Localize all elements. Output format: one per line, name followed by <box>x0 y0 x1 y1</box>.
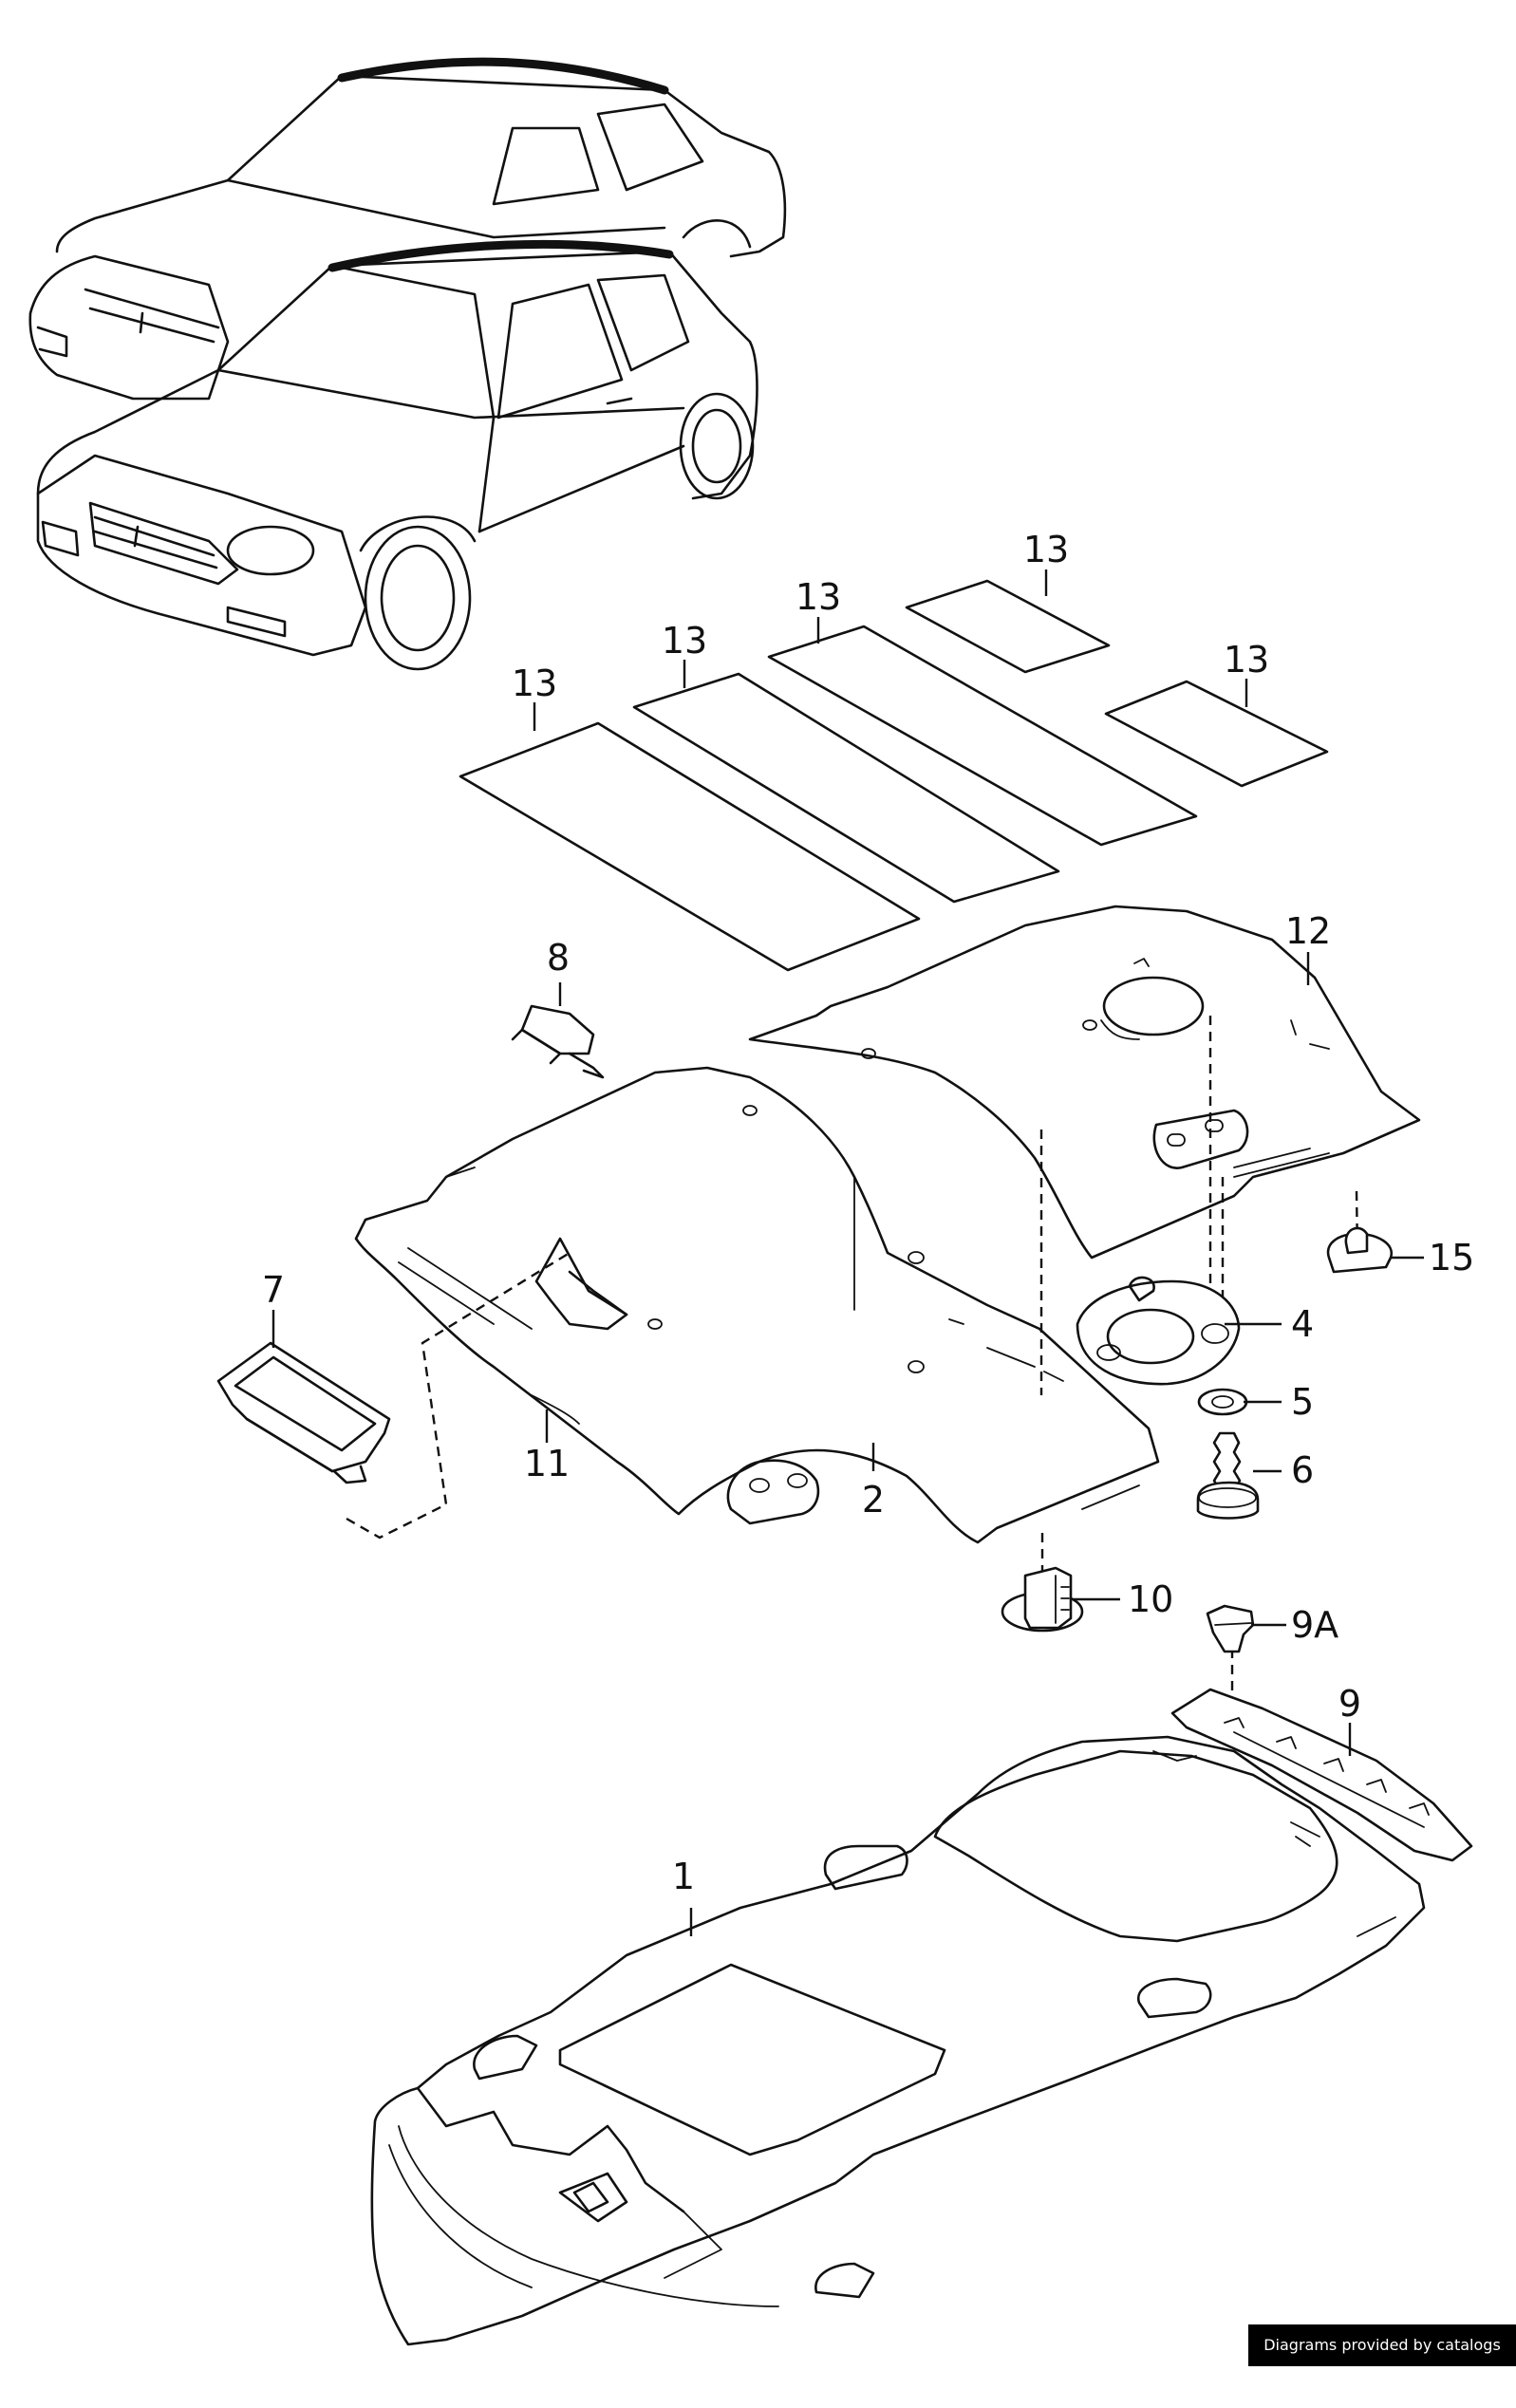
callout-15: 15 <box>1429 1237 1474 1279</box>
callout-13: 13 <box>512 663 557 704</box>
assembly-line <box>346 1251 571 1540</box>
headliner-front-section <box>354 1066 1160 1544</box>
insulation-pad <box>459 721 921 972</box>
insulation-pad <box>1104 680 1329 788</box>
callout-2: 2 <box>862 1479 885 1521</box>
insulation-pad <box>632 672 1060 904</box>
callout-13: 13 <box>662 620 707 662</box>
screw-part-6 <box>1196 1431 1260 1520</box>
callout-11: 11 <box>524 1443 570 1484</box>
washer-part-5 <box>1197 1388 1248 1416</box>
ring-part-4 <box>1076 1276 1241 1386</box>
callout-4: 4 <box>1291 1303 1314 1345</box>
callout-9a: 9A <box>1291 1604 1338 1646</box>
clip-part-9a <box>1206 1604 1255 1653</box>
callout-7: 7 <box>262 1269 285 1311</box>
clip-part-10 <box>1001 1566 1084 1633</box>
callout-13: 13 <box>795 576 841 618</box>
leader-lines <box>271 569 1424 1936</box>
car-illustration-front <box>36 239 758 671</box>
storage-tray-part-7 <box>216 1341 391 1484</box>
callout-9: 9 <box>1338 1683 1361 1725</box>
headliner-complete-part-1 <box>370 1735 1426 2346</box>
credit-badge: Diagrams provided by catalogs parts <box>1248 2324 1516 2396</box>
callout-13: 13 <box>1224 639 1269 681</box>
callout-10: 10 <box>1128 1578 1173 1620</box>
trim-strip-part-9 <box>1170 1688 1473 1862</box>
callout-labels: 1 2 4 5 6 7 8 9 9A 10 11 12 13 13 13 13 … <box>262 529 1474 1897</box>
insulation-pads-group <box>459 579 1329 972</box>
callout-12: 12 <box>1285 910 1331 952</box>
car-illustration-rear <box>28 57 787 401</box>
clip-part-8 <box>511 1004 605 1079</box>
fastener-part-15 <box>1326 1226 1394 1274</box>
callout-8: 8 <box>547 937 570 979</box>
headliner-rear-section <box>748 905 1421 1260</box>
callout-5: 5 <box>1291 1381 1314 1423</box>
callout-6: 6 <box>1291 1449 1314 1491</box>
callout-1: 1 <box>672 1856 695 1897</box>
insulation-pad <box>905 579 1111 674</box>
callout-13: 13 <box>1023 529 1069 570</box>
insulation-pad <box>767 625 1198 847</box>
